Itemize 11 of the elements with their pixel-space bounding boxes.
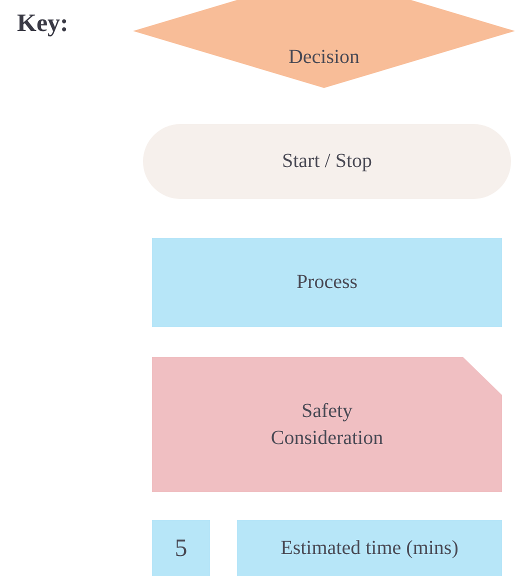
process-box [152,238,502,327]
shape-label: Safety Consideration [270,398,384,450]
shape-label: Start / Stop [282,149,372,174]
key-heading: Key: [17,10,68,38]
shape-label: Process [296,270,358,295]
shape-label: Decision [288,44,360,70]
shape-label: Estimated time (mins) [280,536,458,560]
time-value-box [152,520,210,576]
safety-box [152,357,502,492]
process-box [237,520,502,576]
shape-label: 5 [174,534,188,562]
